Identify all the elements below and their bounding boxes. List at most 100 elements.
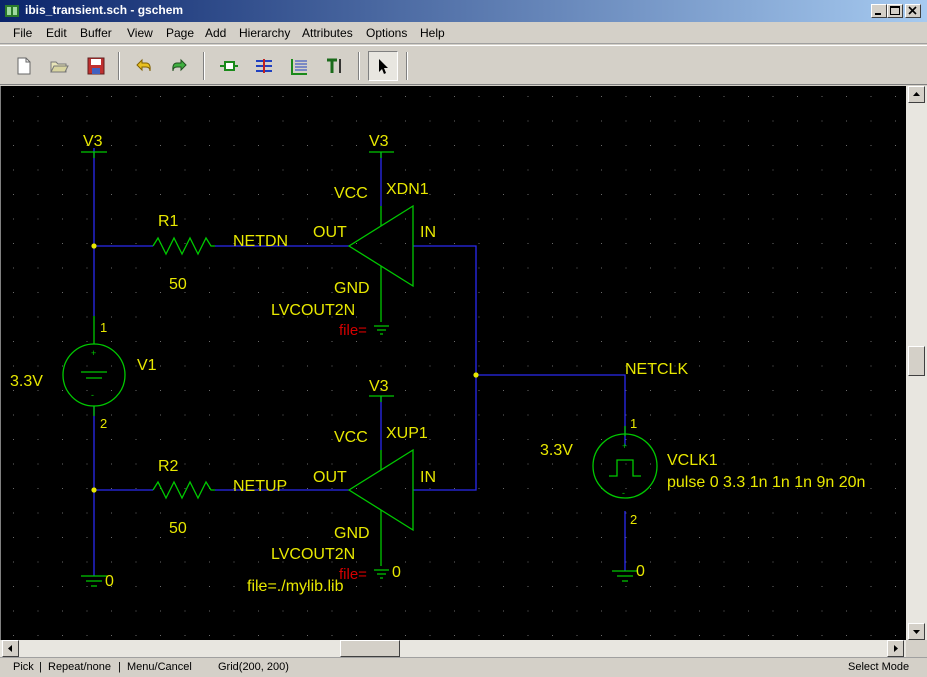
- label-mylib: file=./mylib.lib: [247, 578, 344, 595]
- redo-button[interactable]: [165, 52, 193, 80]
- maximize-button[interactable]: [887, 4, 903, 18]
- menu-attributes[interactable]: Attributes: [302, 26, 353, 40]
- label-xdn1-in: IN: [420, 224, 436, 241]
- schematic-canvas[interactable]: + - + - V3 R1 50 NETDN 3.3V V1 R2 50 NET…: [0, 86, 906, 640]
- label-r1-name: R1: [158, 213, 179, 230]
- junction-r2: [91, 487, 97, 493]
- vclk1-minus-mark: -: [622, 488, 625, 498]
- label-netdn: NETDN: [233, 233, 288, 250]
- label-v1-pin1: 1: [100, 320, 107, 335]
- vertical-scroll-thumb[interactable]: [908, 346, 925, 376]
- schematic-drawing[interactable]: + - + - V3 R1 50 NETDN 3.3V V1 R2 50 NET…: [1, 86, 906, 640]
- ground-right-symbol: [612, 570, 638, 582]
- label-r2-name: R2: [158, 458, 179, 475]
- schematic-labels: V3 R1 50 NETDN 3.3V V1 R2 50 NETUP 0 V3 …: [10, 133, 865, 595]
- add-text-button[interactable]: [320, 52, 348, 80]
- save-button[interactable]: [82, 52, 110, 80]
- v1-plus-mark: +: [91, 348, 96, 358]
- menu-help[interactable]: Help: [420, 26, 445, 40]
- open-file-icon: [50, 61, 69, 73]
- label-v1-name: V1: [137, 357, 157, 374]
- status-repeat: Repeat/none: [48, 661, 111, 673]
- arrow-right-icon: [894, 645, 898, 652]
- toolbar-separator: [203, 52, 205, 80]
- label-vclk1-name: VCLK1: [667, 452, 718, 469]
- net-xdn1-in: [413, 245, 477, 491]
- label-vclk1-pulse: pulse 0 3.3 1n 1n 1n 9n 20n: [667, 474, 865, 491]
- add-bus-icon: [291, 59, 307, 75]
- power-v3-mid-symbol: [369, 395, 394, 402]
- label-netclk: NETCLK: [625, 361, 688, 378]
- v1-minus-mark: -: [91, 390, 94, 400]
- horizontal-scrollbar[interactable]: [0, 640, 906, 657]
- source-marks: + - + -: [91, 348, 627, 498]
- label-r2-value: 50: [169, 520, 187, 537]
- label-xdn1-file: file=: [339, 322, 367, 339]
- power-v3-left-symbol: [81, 151, 107, 158]
- select-mode-button[interactable]: [368, 51, 398, 81]
- vertical-scrollbar[interactable]: [906, 86, 927, 640]
- vclk1-plus-mark: +: [622, 441, 627, 451]
- label-gnd-mid: 0: [392, 564, 401, 581]
- label-netup: NETUP: [233, 478, 287, 495]
- scrollbar-corner: [906, 640, 927, 657]
- pin-numbers: 1 2 1 2: [100, 320, 637, 527]
- status-mode: Select Mode: [848, 661, 910, 673]
- menu-edit[interactable]: Edit: [46, 26, 67, 40]
- scroll-left-button[interactable]: [2, 640, 19, 657]
- add-bus-button[interactable]: [285, 52, 313, 80]
- status-pick: Pick: [13, 661, 34, 673]
- add-component-button[interactable]: [215, 52, 243, 80]
- redo-icon: [172, 58, 187, 72]
- label-xup1-vcc: VCC: [334, 429, 368, 446]
- undo-button[interactable]: [130, 52, 158, 80]
- minimize-button[interactable]: [871, 4, 887, 18]
- label-v3-mid: V3: [369, 378, 389, 395]
- scroll-down-button[interactable]: [908, 623, 925, 640]
- add-net-button[interactable]: [250, 52, 278, 80]
- scroll-right-button[interactable]: [887, 640, 904, 657]
- junctions: [91, 243, 479, 493]
- menu-file[interactable]: File: [13, 26, 33, 40]
- label-r1-value: 50: [169, 276, 187, 293]
- junction-netclk: [473, 372, 479, 378]
- label-v3-top: V3: [369, 133, 389, 150]
- label-xup1-in: IN: [420, 469, 436, 486]
- menu-view[interactable]: View: [127, 26, 153, 40]
- menu-add[interactable]: Add: [205, 26, 227, 40]
- label-v1-value: 3.3V: [10, 373, 43, 390]
- menu-page[interactable]: Page: [166, 26, 195, 40]
- horizontal-scroll-thumb[interactable]: [340, 640, 400, 657]
- label-xdn1-vcc: VCC: [334, 185, 368, 202]
- label-xdn1-model: LVCOUT2N: [271, 302, 355, 319]
- scroll-up-button[interactable]: [908, 86, 925, 103]
- minimize-icon: [875, 13, 881, 15]
- v1-plates: [81, 371, 107, 379]
- arrow-left-icon: [8, 645, 12, 652]
- menu-bar: File Edit Buffer View Page Add Hierarchy…: [0, 22, 927, 44]
- add-text-icon: [327, 58, 341, 73]
- new-file-button[interactable]: [10, 52, 38, 80]
- menu-options[interactable]: Options: [366, 26, 408, 40]
- label-xup1-out: OUT: [313, 469, 347, 486]
- toolbar-separator: [358, 52, 360, 80]
- menu-buffer[interactable]: Buffer: [80, 26, 112, 40]
- label-xup1-file: file=: [339, 566, 367, 583]
- open-file-button[interactable]: [45, 52, 73, 80]
- xup1-gnd-symbol: [374, 569, 389, 579]
- junction-r1: [91, 243, 97, 249]
- label-vclk1-value: 3.3V: [540, 442, 573, 459]
- new-file-icon: [17, 57, 31, 75]
- label-v1-pin2: 2: [100, 416, 107, 431]
- label-gnd-left: 0: [105, 573, 114, 590]
- close-button[interactable]: [905, 4, 921, 18]
- menu-hierarchy[interactable]: Hierarchy: [239, 26, 291, 40]
- arrow-up-icon: [913, 92, 920, 96]
- select-pointer-icon: [379, 59, 388, 74]
- title-bar: ibis_transient.sch - gschem: [0, 0, 927, 22]
- close-icon: [908, 6, 917, 15]
- undo-icon: [136, 58, 151, 72]
- label-xdn1-name: XDN1: [386, 181, 429, 198]
- arrow-down-icon: [913, 630, 920, 634]
- toolbar-separator: [118, 52, 120, 80]
